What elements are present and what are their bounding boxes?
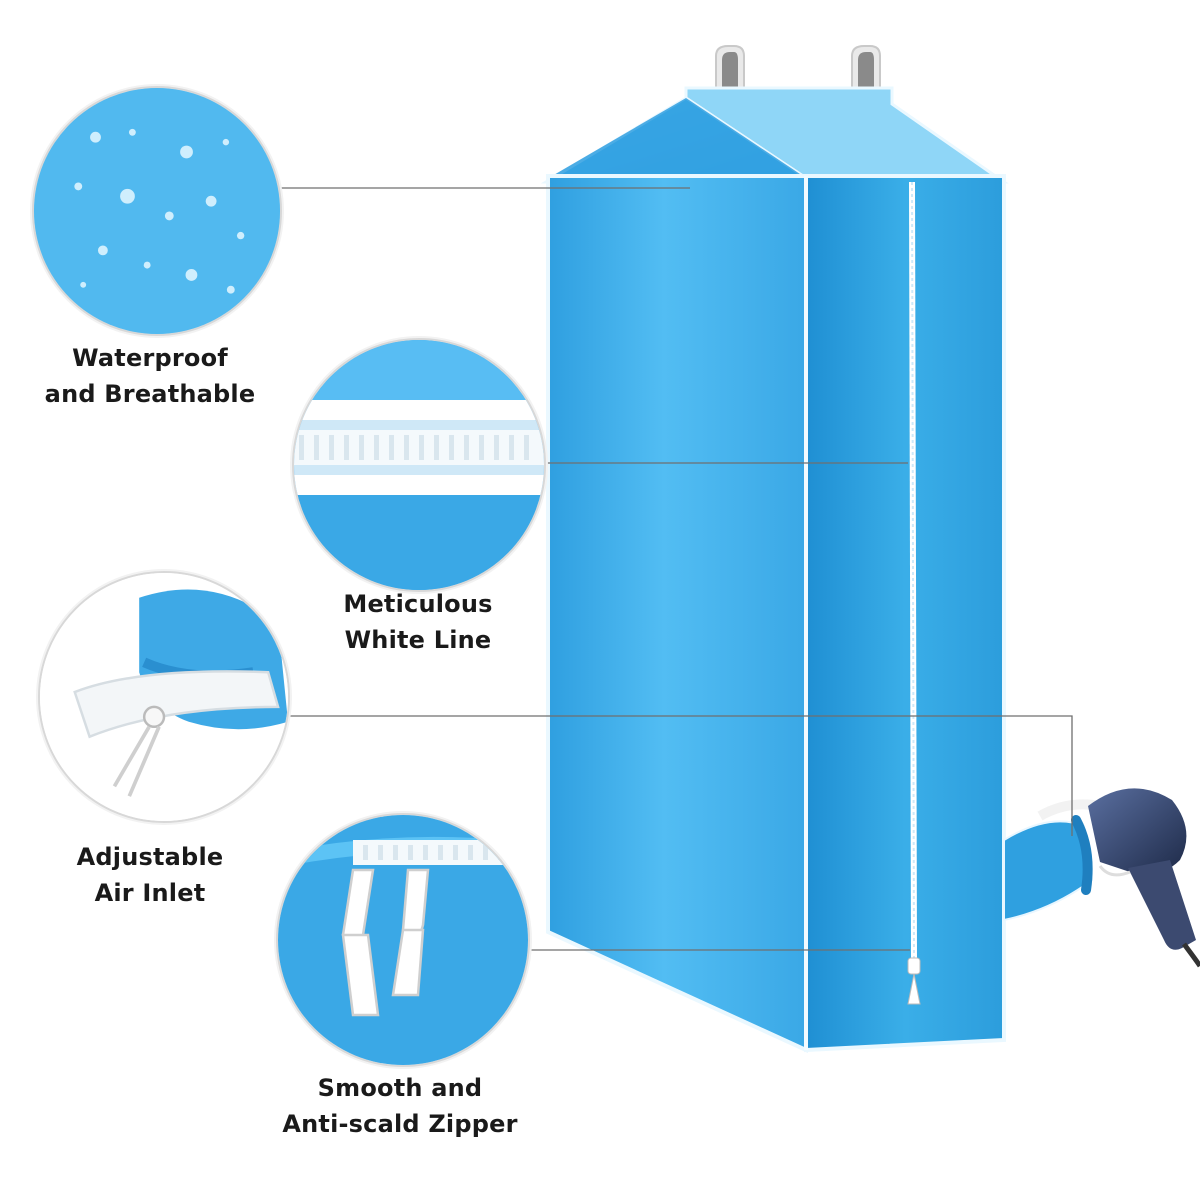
feature-label-line: Adjustable xyxy=(76,843,224,871)
waterproof-detail-circle xyxy=(32,86,282,336)
zipper-detail-circle xyxy=(276,813,530,1067)
zipper-pull-icon xyxy=(907,957,921,1005)
feature-label-line: and Breathable xyxy=(44,380,256,408)
feature-label-line: White Line xyxy=(344,626,492,654)
feature-label-line: Waterproof xyxy=(72,344,228,372)
feature-label-air-inlet: Adjustable Air Inlet xyxy=(20,839,280,911)
feature-label-line: Meticulous xyxy=(343,590,493,618)
hair-dryer-icon xyxy=(1088,788,1200,968)
feature-label-line: Air Inlet xyxy=(94,879,206,907)
feature-label-waterproof: Waterproof and Breathable xyxy=(20,340,280,412)
feature-label-line: Anti-scald Zipper xyxy=(282,1110,518,1138)
feature-label-zipper: Smooth and Anti-scald Zipper xyxy=(260,1070,540,1142)
feature-label-white-line: Meticulous White Line xyxy=(290,586,546,658)
air-inlet-detail-circle xyxy=(38,571,290,823)
feature-label-line: Smooth and xyxy=(317,1074,483,1102)
white-line-detail-circle xyxy=(292,338,546,592)
hanger-strap-icon xyxy=(715,45,881,119)
